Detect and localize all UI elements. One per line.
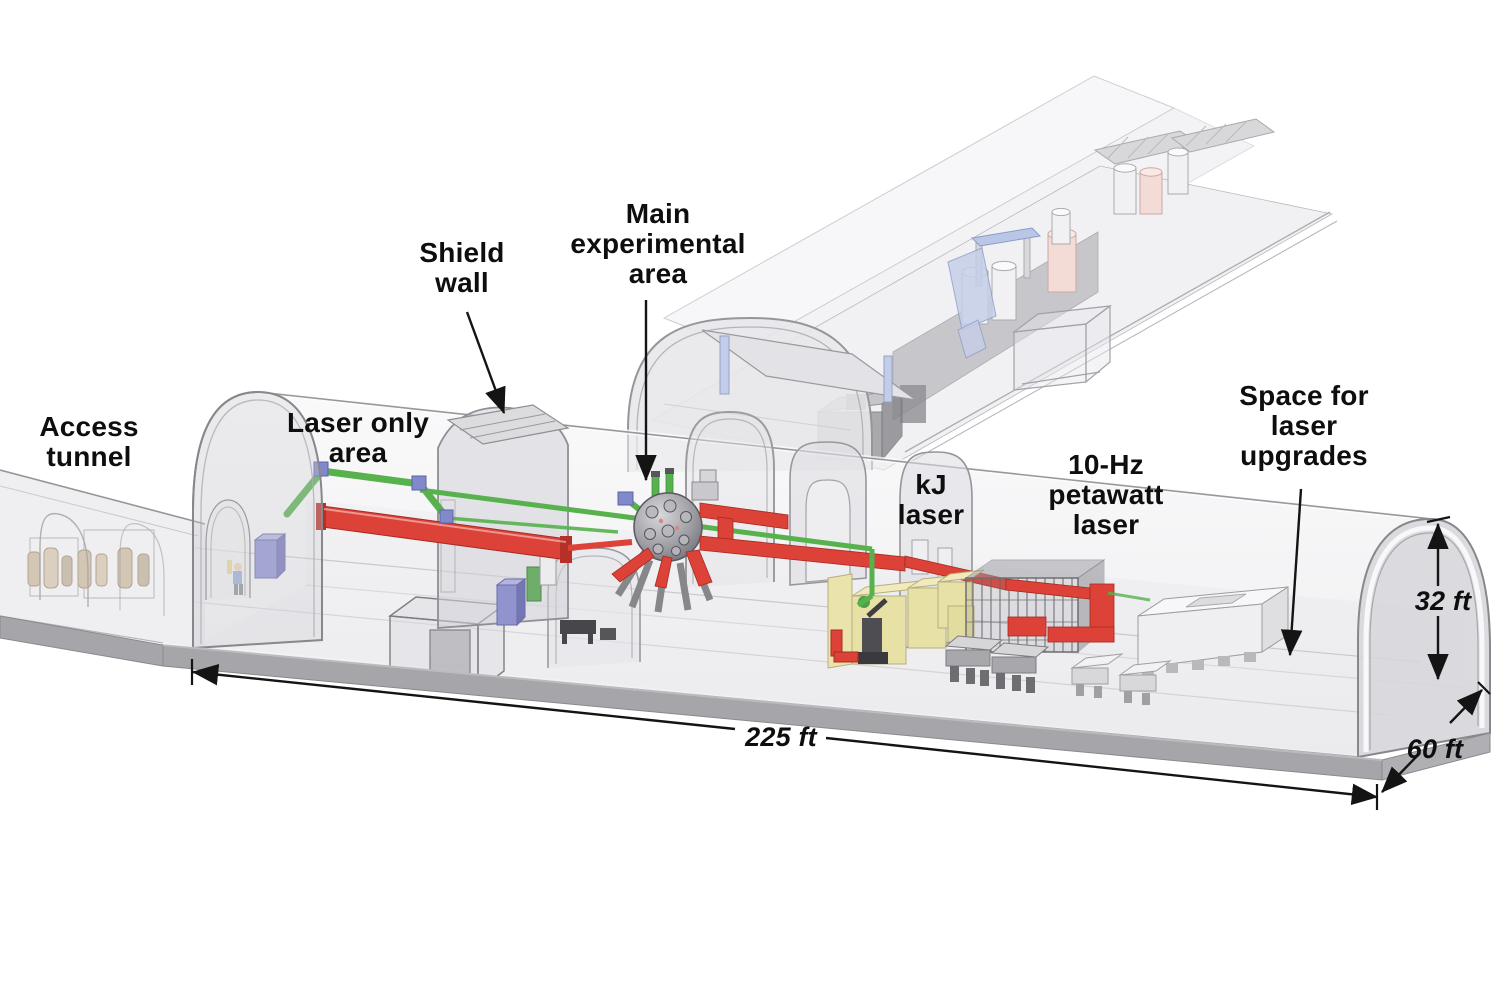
mirror-box	[617, 491, 634, 506]
mirror-box	[411, 475, 427, 491]
access-tunnel-equipment	[27, 529, 155, 599]
label-main-experimental-area: Main experimental area	[570, 198, 746, 289]
dim-height-32ft	[1426, 515, 1451, 681]
label-access-tunnel: Access tunnel	[39, 411, 139, 472]
chamber-ports	[644, 499, 692, 556]
label-dim-60ft: 60 ft	[1406, 734, 1464, 764]
upgrade-bench	[1118, 660, 1172, 705]
hall-left-endcap	[192, 390, 323, 650]
green-beam-drop	[856, 549, 875, 608]
junction-dome	[627, 316, 917, 472]
dome-strut	[883, 355, 893, 403]
mirror-box	[439, 509, 454, 524]
pointer-arrows	[465, 300, 1303, 657]
kj-robot	[862, 618, 882, 652]
red-beam-loop	[1005, 578, 1115, 643]
green-beams	[283, 461, 941, 568]
upgrade-area-structure	[1070, 586, 1289, 705]
label-shield-wall: Shield wall	[419, 237, 505, 298]
space-upgrades-arrow	[1280, 488, 1303, 657]
green-beam-right-stub	[1107, 591, 1151, 602]
label-petawatt-laser: 10-Hz petawatt laser	[1048, 449, 1164, 540]
cross-tunnel-end-slabs	[1093, 118, 1276, 165]
label-space-for-laser-upgrades: Space for laser upgrades	[1239, 380, 1369, 471]
petawatt-bench	[944, 635, 1004, 686]
service-arch-table	[560, 620, 596, 634]
hall-right-endcap	[1357, 517, 1491, 759]
cross-tunnel-open-box	[1011, 304, 1113, 391]
label-laser-only-area: Laser only area	[286, 407, 430, 468]
green-panel	[526, 566, 542, 602]
label-dim-225ft: 225 ft	[745, 722, 817, 752]
dome-visor-roof	[701, 329, 917, 401]
petawatt-bench	[990, 642, 1050, 693]
kj-laser-equipment	[827, 569, 985, 669]
label-kj-laser: kJ laser	[897, 469, 965, 530]
laser-only-equipment	[253, 533, 557, 627]
dim-width-60ft	[1381, 681, 1491, 793]
dimension-lines	[190, 515, 1491, 810]
access-tunnel-structure	[0, 469, 243, 648]
cross-tunnel-gantry	[947, 227, 1042, 359]
upgrade-bench	[1070, 653, 1124, 698]
foundation-slab	[0, 615, 1491, 781]
purple-cabinet	[496, 584, 518, 626]
shield-wall-arrow	[465, 311, 506, 415]
dome-strut	[719, 335, 730, 395]
dim-length-225ft	[190, 659, 1379, 810]
label-dim-32ft: 32 ft	[1414, 586, 1472, 616]
